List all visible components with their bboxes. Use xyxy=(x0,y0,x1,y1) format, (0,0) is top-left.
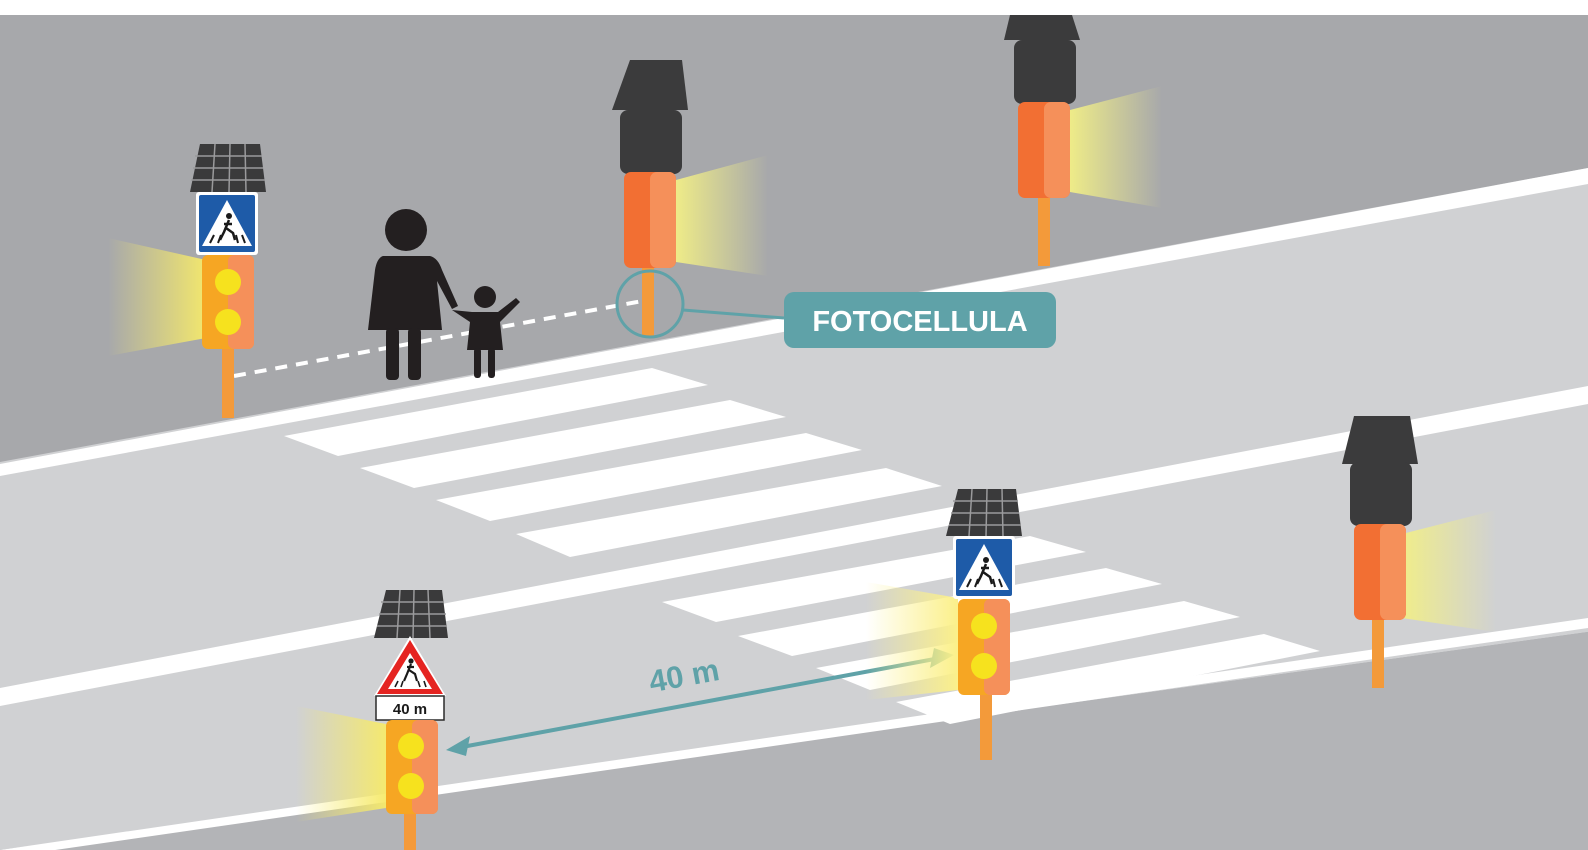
fotocellula-callout: FOTOCELLULA xyxy=(784,292,1056,348)
pole xyxy=(642,264,654,336)
crosswalk-stripe xyxy=(284,368,708,456)
pole xyxy=(1372,614,1384,688)
road-background xyxy=(0,15,1588,850)
crosswalk-stripe xyxy=(516,468,942,557)
warning-triangle-sign-icon xyxy=(374,636,446,696)
light-beam xyxy=(866,582,958,700)
distance-plate-label: 40 m xyxy=(393,701,427,718)
crosswalk-stripe xyxy=(360,400,786,488)
light-beam xyxy=(108,238,206,356)
traffic-light-icon xyxy=(958,599,1010,695)
traffic-light-icon xyxy=(202,255,254,349)
callout-connector xyxy=(682,308,785,320)
photocell-camera-icon xyxy=(1004,15,1080,104)
child-icon xyxy=(452,286,520,378)
light-beam xyxy=(1070,86,1162,208)
light-beam xyxy=(676,155,768,276)
photocell-post-top xyxy=(612,60,785,339)
fotocellula-label: FOTOCELLULA xyxy=(812,306,1027,338)
camera-post-right xyxy=(1342,416,1496,688)
pedestrian-crossing-sign-icon xyxy=(953,536,1015,599)
pole xyxy=(1038,194,1050,266)
distance-plate: 40 m xyxy=(375,695,445,721)
light-beam xyxy=(296,706,386,822)
crosswalk-stripe xyxy=(436,433,862,521)
traffic-light-icon xyxy=(1018,102,1070,198)
flasher-top-left xyxy=(108,143,266,418)
crosswalk-upper xyxy=(284,368,942,557)
photocell-camera-icon xyxy=(612,60,688,174)
solar-panel-icon xyxy=(374,589,448,639)
pole xyxy=(980,690,992,760)
photocell-highlight-circle xyxy=(615,269,685,339)
photocell-beam-line xyxy=(233,298,649,378)
traffic-light-icon xyxy=(386,720,438,814)
flasher-crossing-lower xyxy=(866,488,1022,760)
pedestrian-crossing-sign-icon xyxy=(196,192,258,255)
solar-panel-icon xyxy=(946,488,1022,537)
crosswalk-stripe xyxy=(896,634,1320,724)
distance-arrow xyxy=(461,656,941,749)
traffic-light-icon xyxy=(1354,524,1406,620)
photocell-camera-icon xyxy=(1342,416,1418,526)
traffic-light-icon xyxy=(624,172,676,268)
flasher-warning-40m: 40 m xyxy=(296,589,448,850)
camera-post-top-right xyxy=(1004,15,1162,266)
arrow-head-left xyxy=(446,736,470,756)
pole xyxy=(404,806,416,850)
solar-panel-icon xyxy=(190,143,266,193)
light-beam xyxy=(1402,510,1496,632)
pole xyxy=(222,336,234,418)
woman-icon xyxy=(368,209,458,380)
